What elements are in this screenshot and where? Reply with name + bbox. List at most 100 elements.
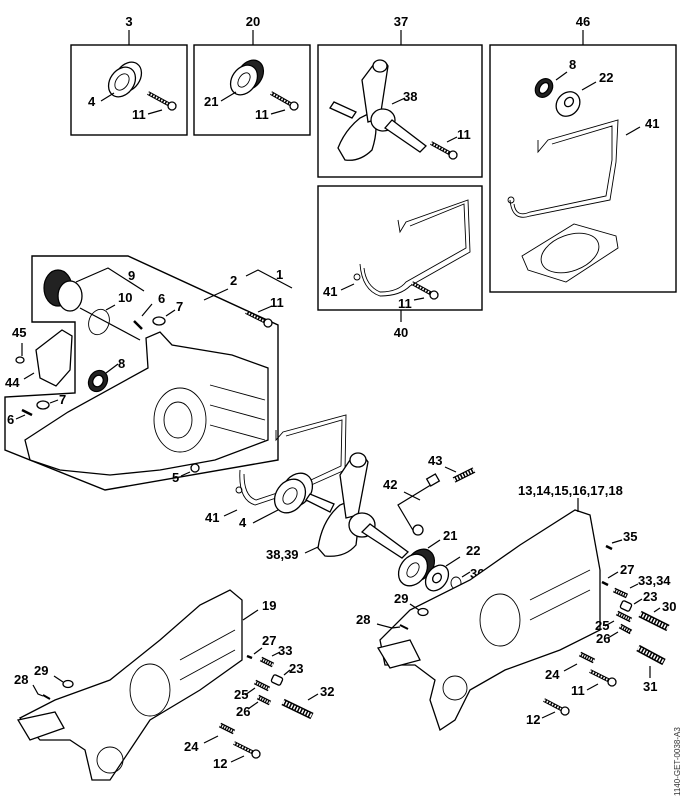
callout-25: 25: [234, 687, 248, 702]
gasket: [507, 119, 619, 218]
callout-20: 20: [246, 14, 260, 29]
bearing-21: [229, 59, 265, 96]
callout-12: 12: [526, 712, 540, 727]
callout-21: 21: [443, 528, 457, 543]
cover: [35, 329, 73, 387]
kit-37: 37 38 11: [317, 14, 483, 178]
kit-40: 40 41 11: [317, 185, 483, 340]
stud-33: [259, 656, 275, 668]
callout-11: 11: [398, 296, 412, 311]
oil-seal: [87, 369, 109, 393]
callout-41: 41: [323, 284, 337, 299]
callout-38-39: 38,39: [266, 547, 299, 562]
callout-7: 7: [59, 392, 66, 407]
kit-3: 3 4 11: [70, 14, 188, 136]
gasket: [353, 199, 471, 297]
callout-43: 43: [428, 453, 442, 468]
stud-32: [281, 698, 314, 720]
washer: [424, 564, 450, 592]
kit-box-37: [317, 44, 483, 178]
callout-46: 46: [576, 14, 590, 29]
callout-41: 41: [645, 116, 659, 131]
crankcase-group: 2 1 11 9 10 6 7: [4, 255, 293, 491]
callout-21: 21: [204, 94, 218, 109]
callout-30: 30: [662, 599, 676, 614]
callout-11: 11: [255, 107, 269, 122]
callout-27: 27: [620, 562, 634, 577]
kit-46: 46 8 22 41: [489, 14, 677, 293]
screw-45: [15, 356, 25, 364]
sleeve-23: [619, 600, 633, 612]
screw: [589, 669, 617, 687]
oil-seal: [534, 78, 554, 98]
pin: [21, 408, 33, 417]
callout-11: 11: [571, 683, 585, 698]
screw: [430, 141, 458, 160]
gasket: [235, 414, 347, 506]
callout-9: 9: [128, 268, 135, 283]
callout-32: 32: [320, 684, 334, 699]
washer: [555, 91, 581, 117]
callout-28: 28: [356, 612, 370, 627]
callout-44: 44: [5, 375, 20, 390]
callout-27: 27: [262, 633, 276, 648]
callout-42: 42: [383, 477, 397, 492]
callout-29: 29: [394, 591, 408, 606]
callout-2: 2: [230, 273, 237, 288]
stud-24: [218, 722, 236, 735]
callout-8: 8: [569, 57, 576, 72]
screw: [411, 281, 439, 300]
callout-3: 3: [125, 14, 132, 29]
callout-26: 26: [236, 704, 250, 719]
crankshaft: [305, 452, 409, 559]
callout-26: 26: [596, 631, 610, 646]
kit-box-40: [317, 185, 483, 311]
callout-4: 4: [239, 515, 247, 530]
callout-45: 45: [12, 325, 26, 340]
callout-5: 5: [172, 470, 179, 485]
pin: [399, 624, 409, 630]
callout-23: 23: [289, 661, 303, 676]
nipple: [452, 467, 476, 483]
ball-bearing: [107, 61, 143, 98]
pin: [42, 694, 51, 700]
callout-6: 6: [158, 291, 165, 306]
washer: [62, 679, 74, 689]
stud-26: [256, 694, 272, 706]
pin: [133, 320, 143, 330]
callout-23: 23: [643, 589, 657, 604]
callout-31: 31: [643, 679, 657, 694]
callout-28: 28: [14, 672, 28, 687]
callout-24: 24: [545, 667, 560, 682]
washer: [417, 607, 429, 617]
stud-25: [253, 679, 271, 692]
callout-12: 12: [213, 756, 227, 771]
callout-29: 29: [34, 663, 48, 678]
document-id: 1140-GET-0038-A3: [673, 727, 682, 796]
right-crankcase: 13,14,15,16,17,18 35 29 28 27 33,34 23 3…: [356, 483, 676, 732]
callout-11: 11: [132, 107, 146, 122]
stud-31: [636, 644, 666, 666]
oil-pump: [43, 269, 141, 341]
screw: [233, 741, 261, 759]
crankshaft: [329, 59, 427, 161]
crankcase-outline: [4, 255, 279, 491]
callout-8: 8: [118, 356, 125, 371]
plug: [190, 463, 200, 473]
screw: [147, 91, 177, 111]
kit-box-20: [193, 44, 311, 136]
callout-13-18: 13,14,15,16,17,18: [518, 483, 623, 498]
callout-7: 7: [176, 299, 183, 314]
callout-38: 38: [403, 89, 417, 104]
callout-10: 10: [118, 290, 132, 305]
stud-25: [615, 610, 633, 623]
callout-19: 19: [262, 598, 276, 613]
pin: [246, 654, 253, 660]
screw: [543, 698, 570, 716]
screw: [245, 310, 273, 328]
stud-30: [638, 610, 670, 632]
o-ring: [88, 308, 110, 336]
callout-11: 11: [457, 127, 471, 142]
center-assembly: 41 4 38,39 42 43: [205, 414, 484, 592]
